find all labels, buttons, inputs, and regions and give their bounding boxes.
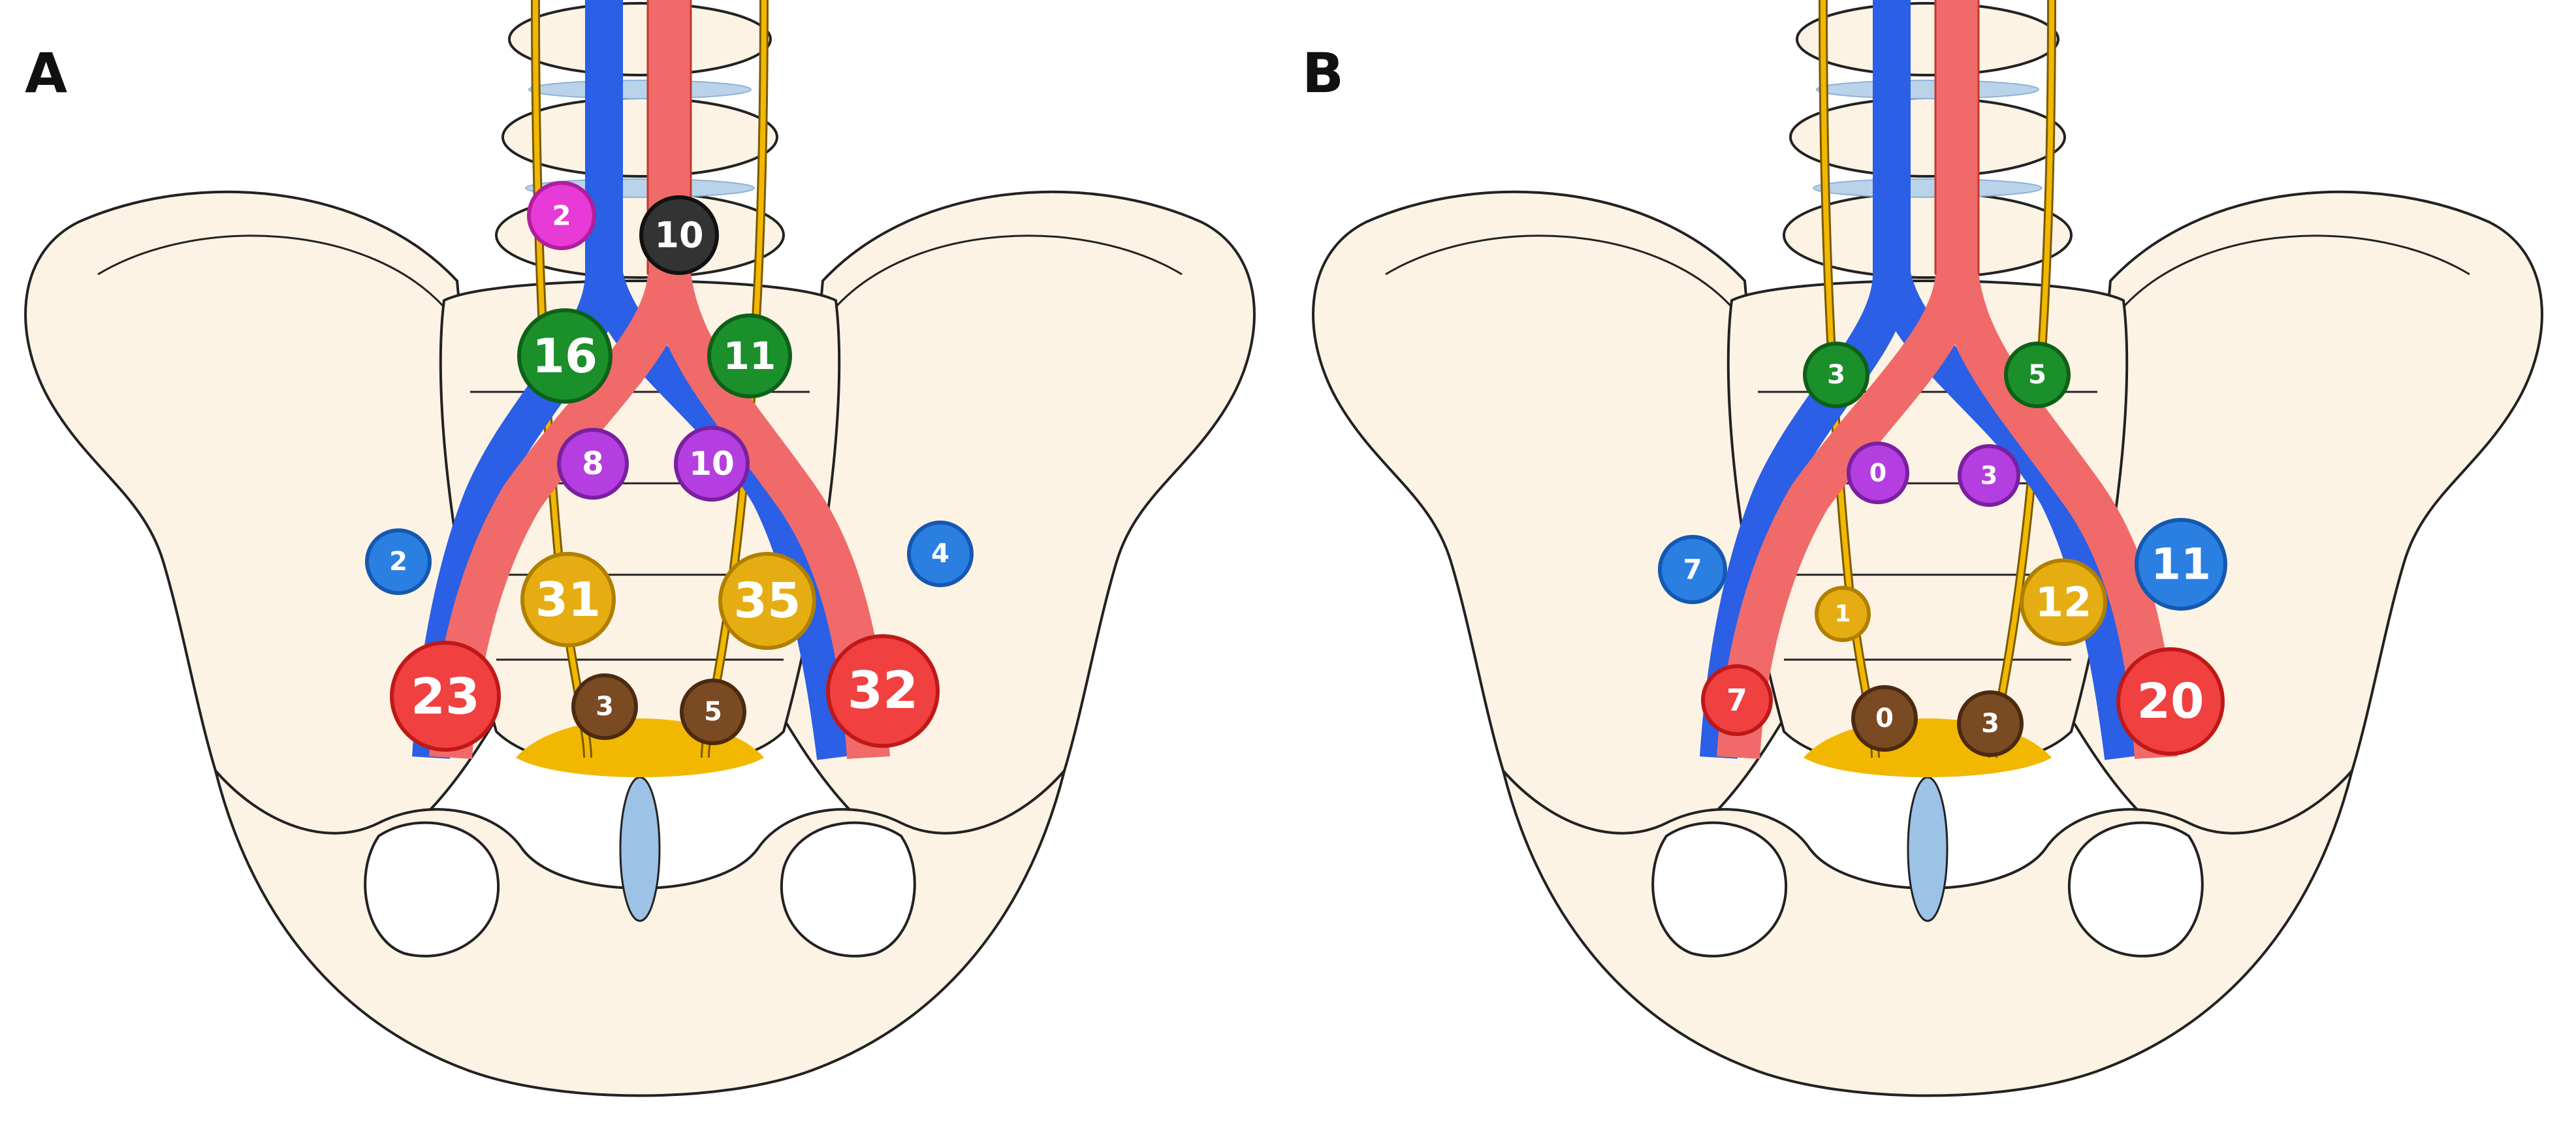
node-left-common-iliac: 16 <box>517 308 612 404</box>
node-count: 11 <box>724 334 776 378</box>
node-left-obturator: 31 <box>520 552 616 647</box>
node-count: 16 <box>532 329 597 383</box>
node-left-external-iliac: 7 <box>1658 535 1727 604</box>
coccyx <box>1907 776 1948 922</box>
node-count: 2 <box>389 547 407 577</box>
node-left-internal-iliac: 23 <box>390 641 501 752</box>
node-left-presacral: 8 <box>557 428 629 500</box>
node-left-upper-para-aortic: 2 <box>527 181 596 250</box>
node-count: 3 <box>1980 461 1997 490</box>
node-right-external-iliac: 11 <box>2135 518 2227 611</box>
anatomy-diagram: 2 10 16 11 8 10 <box>24 0 1256 1097</box>
node-count: 5 <box>704 697 722 727</box>
node-left-external-iliac: 2 <box>365 528 432 595</box>
node-right-common-iliac: 11 <box>707 314 792 398</box>
node-count: 1 <box>1834 601 1851 628</box>
node-count: 0 <box>1875 703 1894 733</box>
node-count: 23 <box>411 668 480 726</box>
node-left-internal-iliac: 7 <box>1701 664 1773 736</box>
node-count: 12 <box>2035 579 2091 626</box>
node-count: 3 <box>596 692 614 722</box>
node-right-obturator: 35 <box>718 552 816 650</box>
node-count: 2 <box>552 200 571 232</box>
panel-a: A <box>24 0 1256 1097</box>
node-count: 31 <box>535 572 601 627</box>
node-right-internal-iliac: 32 <box>826 634 940 748</box>
pelvis-bones <box>1312 2 2543 1097</box>
coccyx <box>619 776 661 922</box>
node-count: 11 <box>2151 539 2211 590</box>
node-count: 3 <box>1981 709 1999 739</box>
node-count: 8 <box>582 445 603 482</box>
node-left-presacral: 0 <box>1847 442 1909 504</box>
node-count: 4 <box>931 539 949 569</box>
node-right-internal-iliac: 20 <box>2116 647 2225 756</box>
panel-label: B <box>1302 41 1344 105</box>
node-left-common-iliac: 3 <box>1803 342 1869 408</box>
lymph-nodes: 2 10 16 11 8 10 <box>365 181 974 752</box>
lymph-nodes: 3 5 0 3 7 11 1 <box>1658 342 2227 757</box>
node-left-obturator: 1 <box>1815 586 1871 642</box>
node-count: 5 <box>2028 360 2046 390</box>
node-right-external-iliac: 4 <box>907 521 974 587</box>
pelvis-bones <box>24 2 1256 1097</box>
panel-b: B <box>1288 0 2575 1126</box>
node-right-obturator: 12 <box>2020 558 2107 646</box>
node-right-presacral: 10 <box>674 426 750 502</box>
intervertebral-discs <box>1813 80 2043 198</box>
node-right-presacral: 3 <box>1958 444 2020 507</box>
node-count: 7 <box>1726 683 1747 718</box>
node-count: 10 <box>654 215 703 256</box>
node-count: 10 <box>689 445 735 483</box>
node-count: 32 <box>848 662 919 720</box>
node-count: 7 <box>1683 554 1702 586</box>
node-count: 35 <box>734 573 801 629</box>
node-right-upper-para-aortic: 10 <box>639 195 719 275</box>
node-right-sacral: 3 <box>1957 690 2024 757</box>
node-right-common-iliac: 5 <box>2004 342 2071 408</box>
node-left-sacral: 3 <box>571 673 638 740</box>
node-right-sacral: 5 <box>680 679 746 745</box>
panel-label: A <box>25 41 68 105</box>
node-count: 0 <box>1869 458 1886 487</box>
node-count: 3 <box>1827 360 1845 390</box>
anatomy-diagram: 3 5 0 3 7 11 1 <box>1312 0 2543 1097</box>
node-count: 20 <box>2137 673 2204 730</box>
node-left-sacral: 0 <box>1851 685 1918 752</box>
